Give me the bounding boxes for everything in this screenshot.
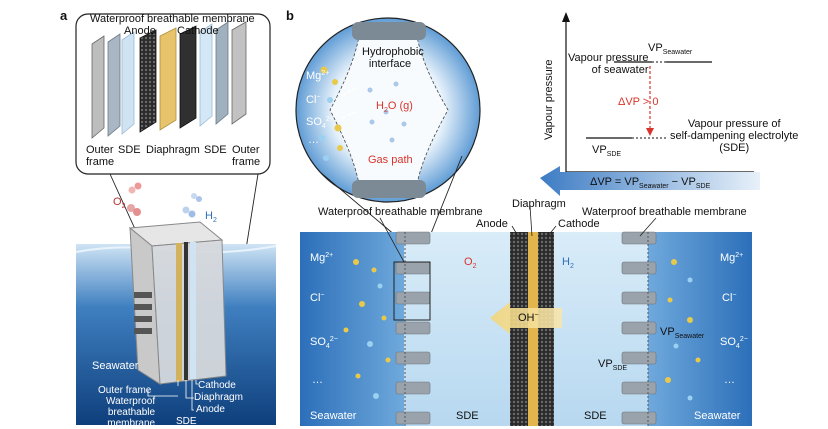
top-frame [352,22,426,40]
cell-left-ion-cl: Cl− [310,292,325,304]
graph-vp-seawater: VPSeawater [648,42,693,56]
diaphragm-layer [528,232,538,426]
device-label-diaphragm: Diaphragm [194,392,243,403]
cell-label-seawater-right: Seawater [694,410,741,422]
label-a-sde-right: SDE [204,144,227,156]
cell-right-ion-cl: Cl− [722,292,737,304]
label-a-diaphragm: Diaphragm [146,144,200,156]
cell-label-seawater-left: Seawater [310,410,357,422]
exploded-layers [91,21,247,139]
oh-arrow [490,302,562,334]
label-o2: O2 [113,196,126,210]
cell-label-membrane-right: Waterproof breathable membrane [582,206,747,218]
device-label-outer-frame: Outer frame [98,385,152,396]
label-a-seawater: Seawater [92,360,139,372]
cell-vp-seawater: VPSeawater [660,326,705,340]
cell-label-membrane-left: Waterproof breathable membrane [318,206,483,218]
bubble-ion-cl: Cl− [306,94,321,106]
cell-label-sde-right: SDE [584,410,607,422]
cell-o2-label: O2 [464,256,477,270]
panel-b-letter: b [286,8,294,23]
bubble-gas-path-label: Gas path [368,154,413,166]
cell-left-ion-so4: SO42− [310,336,338,350]
bottom-frame [352,180,426,198]
device-label-sde: SDE [176,416,197,427]
cell-oh-label: OH− [518,312,539,324]
electrolyser-device [128,221,227,385]
cell-label-cathode: Cathode [558,218,600,230]
cell-h2-label: H2 [562,256,574,270]
left-ions [343,259,391,399]
label-a-membrane: Waterproof breathable membrane [90,13,255,25]
gas-molecules [127,182,202,218]
cell-left-ion-dots: … [312,374,323,386]
label-a-sde-left: SDE [118,144,141,156]
label-h2: H2 [205,210,217,224]
label-a-cathode: Cathode [177,25,219,37]
anode-layer [510,232,528,426]
panel-a-letter: a [60,8,68,23]
graph-delta-label: ΔVP > 0 [618,96,659,108]
bubble-ions [319,66,343,161]
right-ions [665,259,701,401]
bubble-ion-so4: SO42− [306,116,334,130]
cell-vp-sde: VPSDE [598,358,628,372]
cell-right-ion-dots: … [724,374,735,386]
label-a-anode: Anode [124,25,156,37]
cathode-layer [538,232,554,426]
cell-diagram [300,231,752,426]
graph-vp-sde: VPSDE [592,144,622,158]
water-vapour-molecules [367,81,407,143]
bubble-ion-mg: Mg2+ [306,70,330,82]
bubble-h2o-label: H2O (g) [376,100,413,114]
vp-gradient-arrow [540,166,760,196]
cell-label-diaphragm: Diaphragm [512,198,566,210]
device-label-membrane: Waterproof breathable membrane [106,396,156,429]
cell-label-anode: Anode [476,218,508,230]
cell-right-ion-mg: Mg2+ [720,252,744,264]
cell-right-ion-so4: SO42− [720,336,748,350]
cell-left-ion-mg: Mg2+ [310,252,334,264]
device-label-anode: Anode [196,404,225,415]
graph-equation: ΔVP = VPSeawater − VPSDE [590,176,711,190]
graph-ylabel: Vapour pressure [543,59,555,140]
device-label-cathode: Cathode [198,380,236,391]
cell-label-sde-left: SDE [456,410,479,422]
bubble-ion-dots: … [308,134,319,146]
